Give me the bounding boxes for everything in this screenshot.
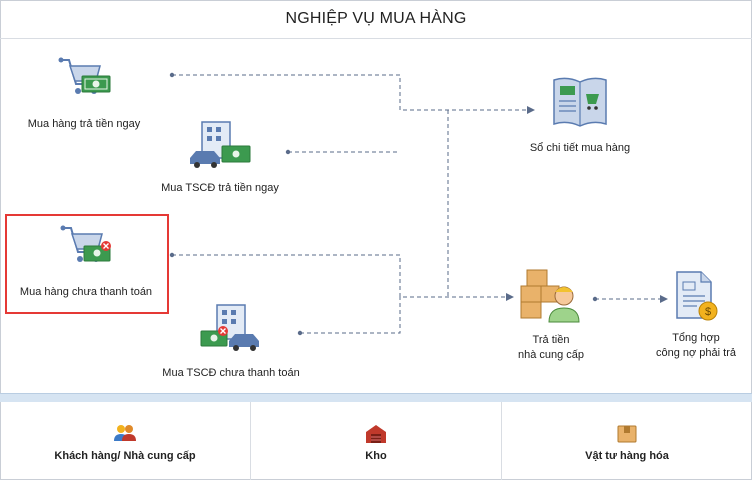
shortcut-customers-suppliers[interactable]: Khách hàng/ Nhà cung cấp <box>0 402 251 480</box>
cart-money-icon <box>58 57 111 94</box>
section-divider <box>0 393 752 402</box>
node-purchase-ledger[interactable]: Sổ chi tiết mua hàng <box>512 74 648 154</box>
supplier-boxes-icon <box>520 269 580 323</box>
page-title: NGHIỆP VỤ MUA HÀNG <box>0 0 752 39</box>
selection-highlight <box>5 214 169 314</box>
ledger-book-icon <box>553 77 607 127</box>
node-label: Mua TSCĐ trả tiền ngay <box>161 182 279 194</box>
box-icon <box>617 425 637 443</box>
shortcut-warehouse[interactable]: Kho <box>251 402 502 480</box>
node-asset-pay-now[interactable]: Mua TSCĐ trả tiền ngay <box>150 120 290 194</box>
footer-shortcuts: Khách hàng/ Nhà cung cấp Kho Vật tư hàng… <box>0 402 752 480</box>
node-asset-unpaid[interactable]: Mua TSCĐ chưa thanh toán <box>160 303 302 379</box>
cart-unpaid-icon <box>60 225 111 262</box>
node-payables-summary[interactable]: $ Tổng hợp công nợ phải trả <box>640 270 752 359</box>
shortcut-materials[interactable]: Vật tư hàng hóa <box>502 402 752 480</box>
node-pay-supplier[interactable]: Trả tiền nhà cung cấp <box>496 266 606 361</box>
node-buy-unpaid[interactable]: Mua hàng chưa thanh toán <box>14 222 158 298</box>
warehouse-icon <box>366 425 386 443</box>
node-buy-pay-now[interactable]: Mua hàng trả tiền ngay <box>14 54 154 130</box>
node-label: Mua TSCĐ chưa thanh toán <box>162 367 300 379</box>
node-label: Tổng hợp <box>672 332 720 344</box>
shortcut-label: Vật tư hàng hóa <box>585 450 669 462</box>
svg-text:$: $ <box>705 306 711 318</box>
document-dollar-icon: $ <box>676 271 718 321</box>
node-label: Sổ chi tiết mua hàng <box>529 142 631 154</box>
flow-connectors <box>169 72 668 336</box>
shortcut-label: Kho <box>365 450 387 462</box>
building-car-unpaid-icon <box>200 304 259 351</box>
node-label: Mua hàng trả tiền ngay <box>27 118 141 130</box>
shortcut-label: Khách hàng/ Nhà cung cấp <box>54 450 196 462</box>
node-label-2: nhà cung cấp <box>517 349 585 361</box>
people-icon <box>114 425 136 441</box>
building-car-money-icon <box>190 121 251 168</box>
node-label-2: công nợ phải trả <box>656 347 736 359</box>
node-label: Trả tiền <box>532 334 570 346</box>
node-label: Mua hàng chưa thanh toán <box>19 286 153 298</box>
